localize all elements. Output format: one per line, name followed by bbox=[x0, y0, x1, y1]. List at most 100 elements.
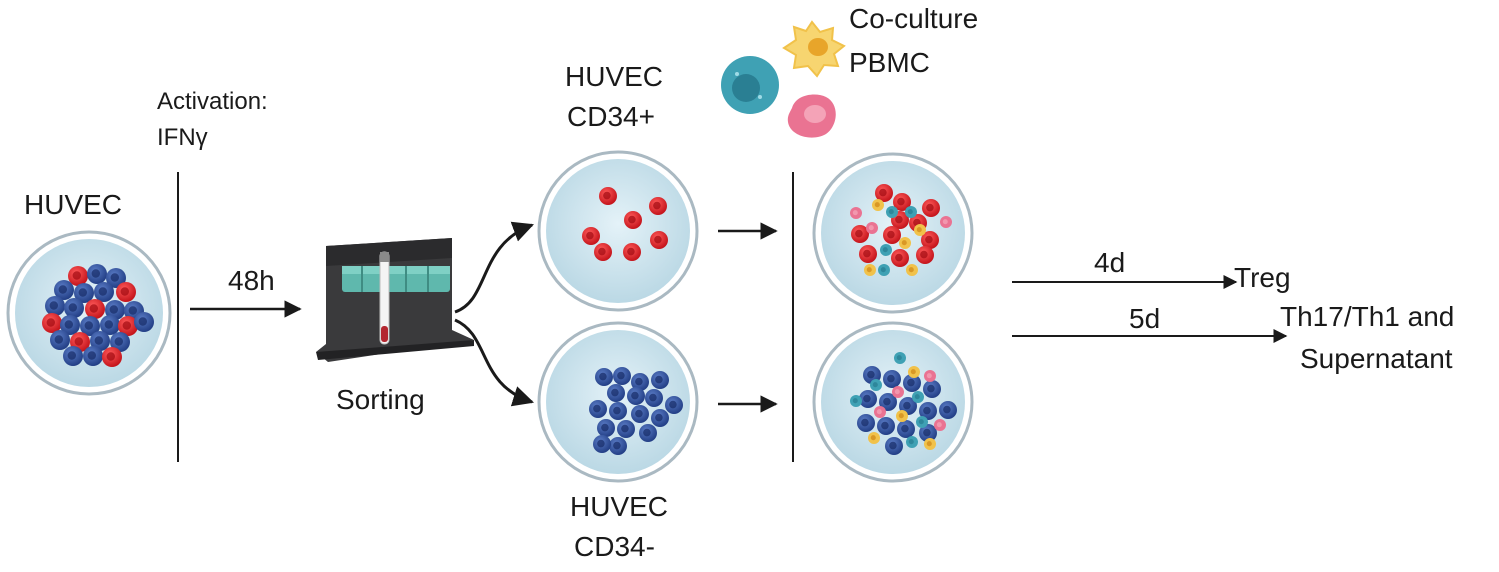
teal-cell bbox=[912, 391, 924, 403]
blue-cell bbox=[897, 420, 915, 438]
blue-cell bbox=[651, 409, 669, 427]
blue-cell bbox=[597, 419, 615, 437]
yellow-cell bbox=[896, 410, 908, 422]
blue-cell bbox=[609, 402, 627, 420]
teal-cell bbox=[886, 206, 898, 218]
pink-cell bbox=[866, 222, 878, 234]
blue-cell bbox=[903, 374, 921, 392]
coculture-negative-cells bbox=[850, 352, 957, 455]
blue-cell bbox=[857, 414, 875, 432]
blue-cell bbox=[877, 417, 895, 435]
red-cell bbox=[68, 266, 88, 286]
red-cell bbox=[116, 282, 136, 302]
yellow-cell bbox=[868, 432, 880, 444]
teal-cell bbox=[850, 395, 862, 407]
blue-cell bbox=[45, 296, 65, 316]
blue-cell bbox=[110, 332, 130, 352]
cd34-positive-label: CD34+ bbox=[567, 101, 655, 132]
pbmc-dendritic-icon bbox=[782, 20, 846, 78]
days-4-label: 4d bbox=[1094, 247, 1126, 278]
pink-cell bbox=[940, 216, 952, 228]
blue-cell bbox=[90, 331, 110, 351]
pbmc-lymphocyte-icon bbox=[787, 94, 836, 138]
blue-cell bbox=[631, 405, 649, 423]
red-cell bbox=[859, 245, 877, 263]
pink-cell bbox=[850, 207, 862, 219]
red-cell bbox=[42, 313, 62, 333]
cd34-negative-label: CD34- bbox=[574, 531, 655, 562]
huvec-label: HUVEC bbox=[24, 189, 123, 220]
cd34-positive-cells bbox=[582, 187, 668, 261]
pink-cell bbox=[924, 370, 936, 382]
cd34-negative-cells bbox=[589, 367, 683, 455]
arrow-sort-down bbox=[454, 318, 535, 407]
red-cell bbox=[582, 227, 600, 245]
activation-label: Activation: bbox=[157, 88, 268, 115]
blue-cell bbox=[134, 312, 154, 332]
red-cell bbox=[623, 243, 641, 261]
teal-cell bbox=[878, 264, 890, 276]
pink-cell bbox=[874, 406, 886, 418]
coculture-label: Co-culture bbox=[849, 3, 979, 34]
teal-cell bbox=[880, 244, 892, 256]
blue-cell bbox=[613, 367, 631, 385]
red-cell bbox=[649, 197, 667, 215]
blue-cell bbox=[94, 282, 114, 302]
huvec-mixed-cells bbox=[42, 264, 154, 367]
blue-cell bbox=[885, 437, 903, 455]
blue-cell bbox=[83, 346, 103, 366]
supernatant-label: Supernatant bbox=[1300, 343, 1453, 374]
pink-cell bbox=[934, 419, 946, 431]
blue-cell bbox=[106, 268, 126, 288]
red-cell bbox=[102, 347, 122, 367]
red-cell bbox=[893, 193, 911, 211]
red-cell bbox=[85, 299, 105, 319]
sorting-label: Sorting bbox=[336, 384, 425, 415]
blue-cell bbox=[631, 373, 649, 391]
blue-cell bbox=[883, 370, 901, 388]
yellow-cell bbox=[906, 264, 918, 276]
blue-cell bbox=[645, 389, 663, 407]
ifn-gamma-label: IFNγ bbox=[157, 124, 208, 151]
th17-th1-label: Th17/Th1 and bbox=[1280, 301, 1455, 332]
red-cell bbox=[891, 249, 909, 267]
blue-cell bbox=[627, 387, 645, 405]
teal-cell bbox=[916, 416, 928, 428]
blue-cell bbox=[617, 420, 635, 438]
yellow-cell bbox=[908, 366, 920, 378]
teal-cell bbox=[905, 206, 917, 218]
blue-cell bbox=[919, 402, 937, 420]
blue-cell bbox=[595, 368, 613, 386]
huvec-cd34-negative-label: HUVEC bbox=[570, 491, 669, 522]
yellow-cell bbox=[914, 224, 926, 236]
blue-cell bbox=[919, 424, 937, 442]
red-cell bbox=[118, 316, 138, 336]
blue-cell bbox=[60, 315, 80, 335]
red-cell bbox=[883, 226, 901, 244]
dish-cd34-positive bbox=[537, 150, 699, 312]
red-cell bbox=[922, 199, 940, 217]
blue-cell bbox=[100, 315, 120, 335]
coculture-positive-cells bbox=[850, 184, 952, 276]
pink-cell bbox=[892, 386, 904, 398]
blue-cell bbox=[54, 280, 74, 300]
blue-cell bbox=[879, 393, 897, 411]
blue-cell bbox=[939, 401, 957, 419]
treg-label: Treg bbox=[1234, 262, 1291, 293]
blue-cell bbox=[50, 330, 70, 350]
pbmc-label: PBMC bbox=[849, 47, 930, 78]
teal-cell bbox=[906, 436, 918, 448]
blue-cell bbox=[593, 435, 611, 453]
red-cell bbox=[921, 231, 939, 249]
teal-cell bbox=[894, 352, 906, 364]
huvec-cd34-positive-label: HUVEC bbox=[565, 61, 664, 92]
blue-cell bbox=[589, 400, 607, 418]
blue-cell bbox=[665, 396, 683, 414]
yellow-cell bbox=[899, 237, 911, 249]
pbmc-monocyte-icon bbox=[721, 56, 779, 114]
blue-cell bbox=[607, 384, 625, 402]
days-5-label: 5d bbox=[1129, 303, 1161, 334]
red-cell bbox=[851, 225, 869, 243]
